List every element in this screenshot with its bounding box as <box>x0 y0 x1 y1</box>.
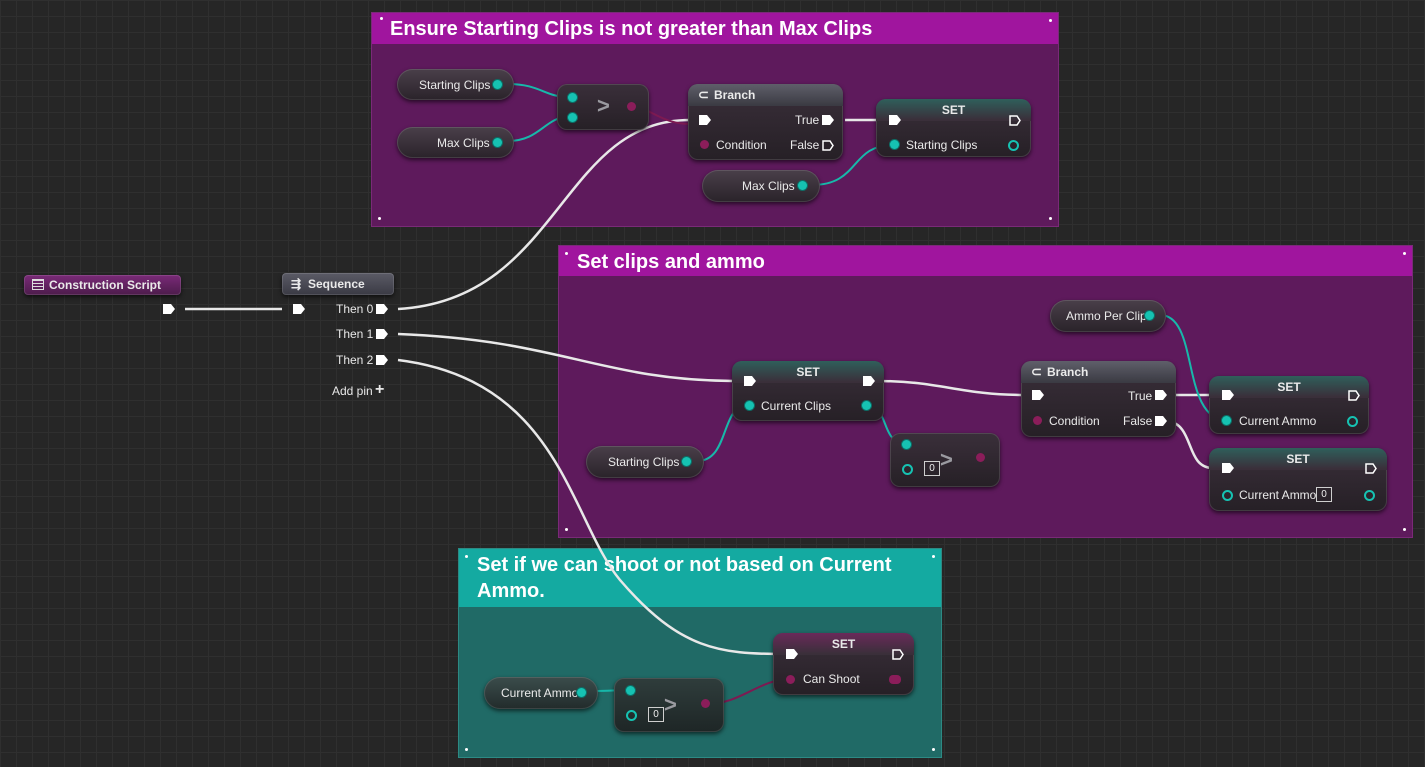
starting-clips-getter-2[interactable]: Starting Clips <box>586 446 704 478</box>
output-pin[interactable] <box>701 699 710 708</box>
max-clips-getter[interactable]: Max Clips <box>397 127 514 158</box>
branch-icon: ⊂ <box>698 87 709 102</box>
exec-wire <box>397 358 785 656</box>
output-pin[interactable] <box>1364 490 1375 501</box>
ammo-per-clip-getter[interactable]: Ammo Per Clip <box>1050 300 1166 332</box>
node-title: Sequence <box>308 277 365 291</box>
true-label: True <box>795 113 820 127</box>
output-pin[interactable] <box>577 688 586 697</box>
script-icon <box>32 279 44 290</box>
output-pin[interactable] <box>976 453 985 462</box>
output-pin[interactable] <box>1145 311 1154 320</box>
node-title: Branch <box>1047 365 1089 379</box>
node-title: SET <box>1209 376 1369 398</box>
node-title: Branch <box>714 88 756 102</box>
output-pin[interactable] <box>682 457 691 466</box>
greater-than-node-3[interactable]: 0 > <box>614 678 724 732</box>
compare-symbol: > <box>597 93 610 118</box>
input-pin-b[interactable] <box>626 710 637 721</box>
input-pin-b[interactable] <box>902 464 913 475</box>
node-title: SET <box>876 99 1031 121</box>
output-pin[interactable] <box>493 80 502 89</box>
sequence-icon: ⇶ <box>291 277 302 291</box>
node-title: SET <box>732 361 884 383</box>
false-label: False <box>790 138 820 152</box>
condition-label: Condition <box>1049 414 1100 428</box>
var-label: Ammo Per Clip <box>1066 309 1147 323</box>
false-label: False <box>1123 414 1153 428</box>
branch-icon: ⊂ <box>1031 364 1042 379</box>
condition-pin[interactable] <box>700 140 709 149</box>
comment-title: Set if we can shoot or not based on Curr… <box>459 549 941 607</box>
add-pin-plus-icon[interactable]: + <box>375 381 385 398</box>
input-pin-a[interactable] <box>568 93 577 102</box>
exec-wire <box>397 118 691 311</box>
input-pin[interactable] <box>1222 490 1233 501</box>
pin-label: Starting Clips <box>906 138 978 152</box>
sequence-then0-label: Then 0 <box>336 302 374 316</box>
var-label: Current Ammo <box>501 686 579 700</box>
starting-clips-getter[interactable]: Starting Clips <box>397 69 514 100</box>
branch-node-1[interactable]: ⊂ Branch True Condition False <box>688 84 843 160</box>
compare-symbol: > <box>940 447 953 472</box>
value-box[interactable]: 0 <box>1316 487 1332 502</box>
compare-symbol: > <box>664 692 677 717</box>
input-pin-b[interactable] <box>568 113 577 122</box>
output-pin[interactable] <box>493 138 502 147</box>
set-current-ammo-node-1[interactable]: SET Current Ammo <box>1209 376 1369 434</box>
input-pin[interactable] <box>786 675 795 684</box>
node-title: Construction Script <box>49 278 162 292</box>
pin-label: Current Ammo <box>1239 414 1317 428</box>
input-pin-a[interactable] <box>902 440 911 449</box>
construction-script-node[interactable]: Construction Script <box>24 275 181 295</box>
pin-label: Current Clips <box>761 399 832 413</box>
exec-wire <box>877 379 1026 397</box>
var-label: Max Clips <box>437 136 490 150</box>
var-label: Starting Clips <box>419 78 491 92</box>
sequence-then2-label: Then 2 <box>336 353 374 367</box>
value-box[interactable]: 0 <box>924 461 940 476</box>
greater-than-node-2[interactable]: 0 > <box>890 433 1000 487</box>
exec-wire <box>397 332 734 383</box>
node-title: SET <box>773 633 914 655</box>
input-pin[interactable] <box>890 140 899 149</box>
output-pin[interactable] <box>862 401 871 410</box>
input-pin[interactable] <box>745 401 754 410</box>
set-starting-clips-node[interactable]: SET Starting Clips <box>876 99 1031 157</box>
condition-pin[interactable] <box>1033 416 1042 425</box>
current-ammo-getter[interactable]: Current Ammo <box>484 677 598 709</box>
value-box[interactable]: 0 <box>648 707 664 722</box>
set-current-ammo-node-2[interactable]: SET Current Ammo 0 <box>1209 448 1387 511</box>
output-pin[interactable] <box>889 675 901 684</box>
input-pin-a[interactable] <box>626 686 635 695</box>
comment-title: Ensure Starting Clips is not greater tha… <box>372 13 1058 44</box>
sequence-then1-label: Then 1 <box>336 327 374 341</box>
output-pin[interactable] <box>1008 140 1019 151</box>
true-label: True <box>1128 389 1153 403</box>
set-can-shoot-node[interactable]: SET Can Shoot <box>773 633 914 695</box>
max-clips-getter-2[interactable]: Max Clips <box>702 170 820 202</box>
pin-label: Can Shoot <box>803 672 860 686</box>
set-current-clips-node[interactable]: SET Current Clips <box>732 361 884 421</box>
node-title: SET <box>1209 448 1387 470</box>
greater-than-node-1[interactable]: > <box>557 84 649 130</box>
condition-label: Condition <box>716 138 767 152</box>
output-pin[interactable] <box>1347 416 1358 427</box>
sequence-node[interactable]: ⇶ Sequence <box>282 273 394 295</box>
output-pin[interactable] <box>798 181 807 190</box>
pin-label: Current Ammo <box>1239 488 1317 502</box>
add-pin-button[interactable]: Add pin <box>332 384 373 398</box>
comment-title: Set clips and ammo <box>559 246 1412 276</box>
branch-node-2[interactable]: ⊂ Branch True Condition False <box>1021 361 1176 437</box>
input-pin[interactable] <box>1222 416 1231 425</box>
var-label: Starting Clips <box>608 455 680 469</box>
output-pin[interactable] <box>627 102 636 111</box>
var-label: Max Clips <box>742 179 795 193</box>
